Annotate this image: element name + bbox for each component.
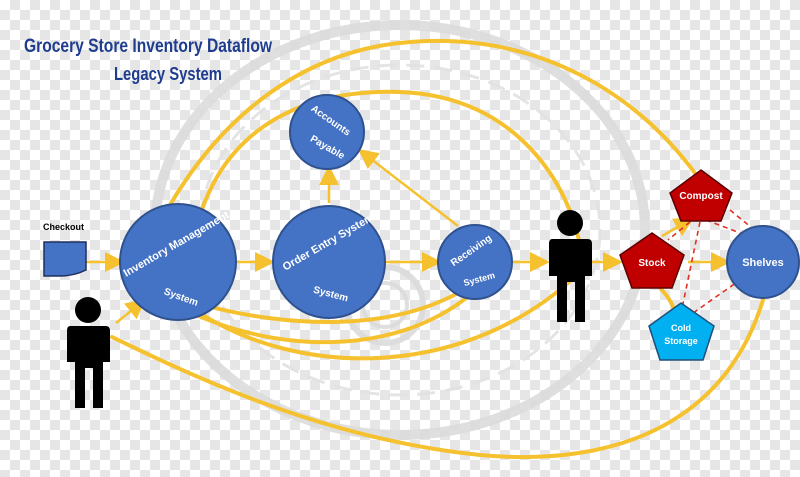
flow-lines: [110, 39, 767, 460]
cold-storage-label: Cold: [671, 323, 691, 333]
arrow-person-ims: [115, 298, 146, 324]
shelves-label: Shelves: [742, 257, 784, 269]
order-entry-node: Order Entry System System: [272, 205, 386, 319]
shelves-node: Shelves: [726, 225, 800, 299]
person-icon: [67, 297, 110, 408]
flow-arrows: [86, 148, 731, 324]
accounts-payable-node: Accounts Payable: [289, 94, 365, 170]
cold-storage-label-2: Storage: [664, 336, 698, 346]
cold-storage-node: Cold Storage: [648, 302, 715, 361]
flow-ims-receiving-mid: [190, 273, 487, 325]
diagram-title: Grocery Store Inventory Dataflow: [24, 36, 272, 57]
inventory-management-node: Inventory Management System: [119, 203, 237, 321]
compost-label: Compost: [679, 191, 723, 202]
checkout-node: Checkout: [43, 222, 87, 277]
stock-node: Stock: [619, 232, 685, 289]
arrow-receiving-accounts: [358, 148, 459, 227]
checkout-label: Checkout: [43, 222, 84, 232]
flow-bottom-arc: [110, 291, 767, 460]
stock-label: Stock: [638, 258, 666, 269]
flow-upper-arc: [193, 89, 582, 247]
diagram-subtitle: Legacy System: [114, 64, 222, 84]
document-icon: [43, 241, 87, 277]
receiving-node: Receiving System: [437, 224, 513, 300]
flow-top-arc: [168, 39, 702, 207]
person-icon: [549, 210, 592, 322]
compost-node: Compost: [669, 169, 733, 222]
flow-receiving-person-loop: [193, 268, 584, 361]
arrow-stock-compost: [661, 217, 695, 238]
